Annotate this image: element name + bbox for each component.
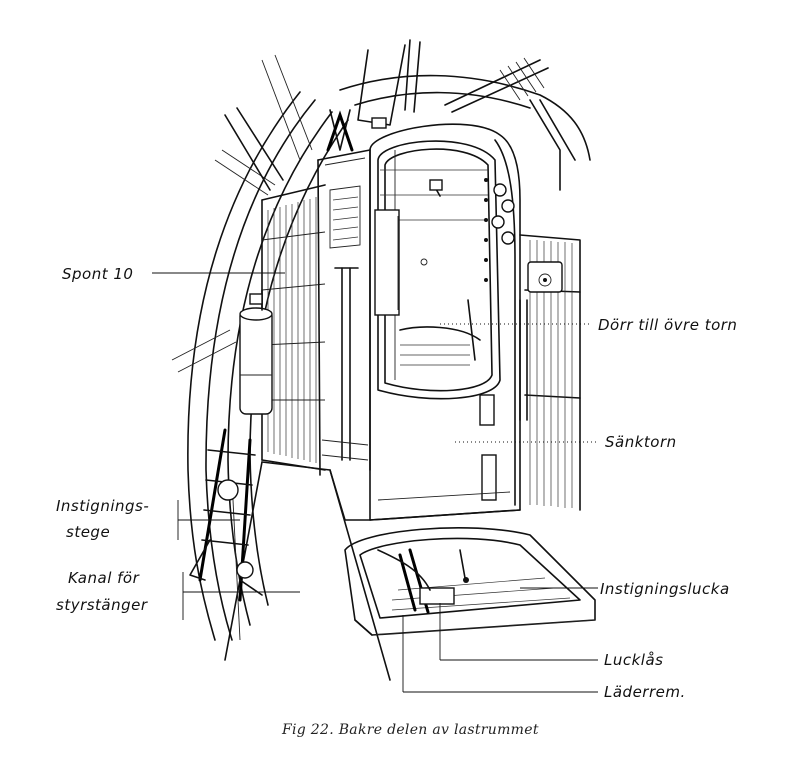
label-hatch-lock: Lucklås [604,651,663,669]
boarding-hatch [344,526,596,636]
label-leather-strap: Läderrem. [604,683,686,701]
label-channel-line2: styrstänger [56,596,148,614]
porthole-column [484,178,515,282]
label-channel-line1: Kanal för [68,569,140,587]
label-ladder-line1: Instignings- [56,497,149,515]
ceiling-structure [329,39,591,191]
label-sank-turret: Sänktorn [605,433,677,451]
boarding-ladder [189,428,263,602]
figure-caption: Fig 22. Bakre delen av lastrummet [281,722,539,738]
right-wall [519,234,581,511]
wall-hatching [267,197,317,463]
label-spont-10: Spont 10 [62,265,133,283]
center-rack [317,110,371,476]
label-door-upper-turret: Dörr till övre torn [598,316,737,334]
label-ladder-line2: stege [66,523,110,541]
leader-lines [152,272,598,693]
tank-cylinder [239,289,273,415]
label-boarding-hatch: Instigningslucka [600,580,730,598]
sank-turret [369,123,521,521]
upper-turret-door [374,140,501,400]
